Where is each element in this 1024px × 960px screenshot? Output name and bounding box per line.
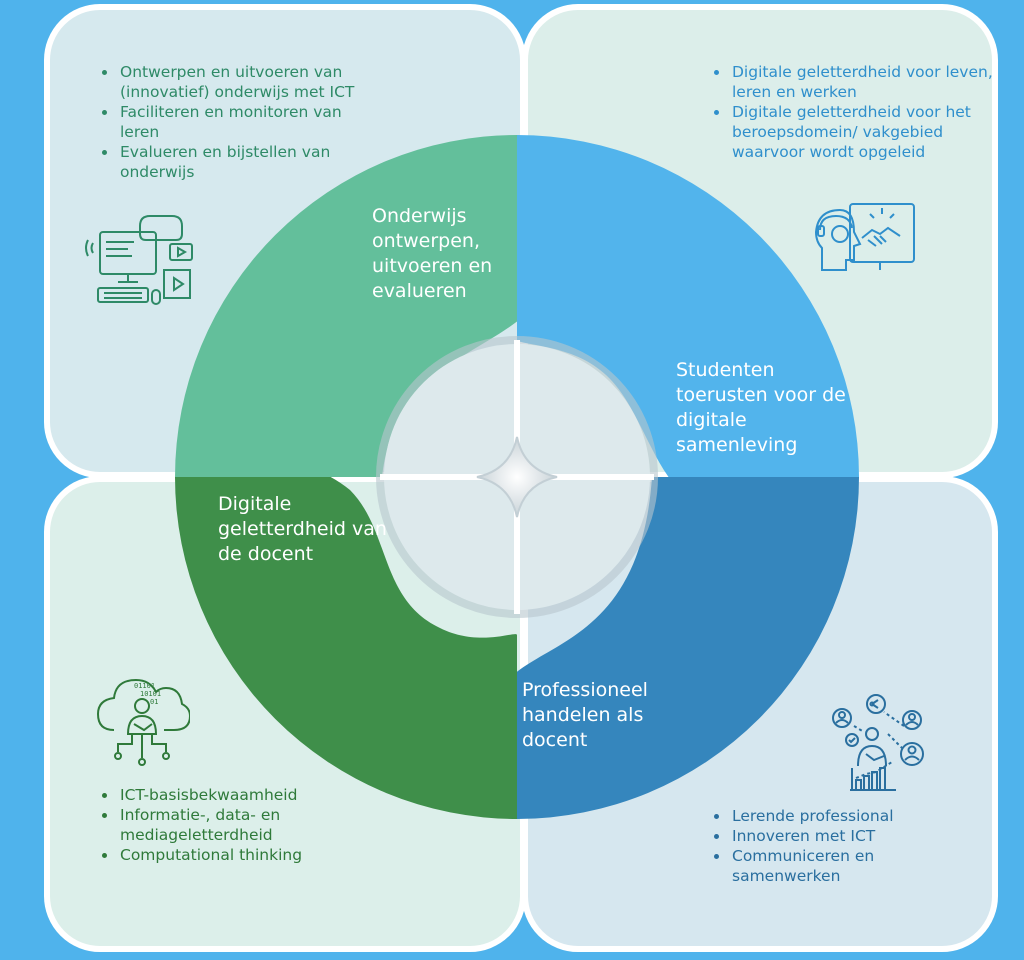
- svg-text:01101: 01101: [134, 682, 155, 690]
- bullet-item: Innoveren met ICT: [730, 826, 970, 846]
- bullet-item: Digitale geletterdheid voor leven, leren…: [730, 62, 1000, 102]
- bullet-item: ICT-basisbekwaamheid: [118, 785, 378, 805]
- bullet-item: Ontwerpen en uitvoeren van (innovatief) …: [118, 62, 378, 102]
- svg-text:01: 01: [150, 698, 158, 706]
- ring-segment-bottom-left: [175, 477, 517, 819]
- head-handshake-icon: [814, 203, 915, 271]
- bullet-list-top-right: Digitale geletterdheid voor leven, leren…: [712, 62, 1000, 162]
- bullet-item: Lerende professional: [730, 806, 970, 826]
- bullet-item: Computational thinking: [118, 845, 378, 865]
- ring-label-studenten: Studenten toerusten voor de digitale sam…: [676, 359, 846, 456]
- bullet-item: Faciliteren en monitoren van leren: [118, 102, 378, 142]
- ring-segment-top-left: [175, 135, 517, 477]
- network-people-chart-icon: [832, 694, 924, 791]
- ring-label-onderwijs: Onderwijs ontwerpen, uitvoeren en evalue…: [372, 205, 493, 302]
- cloud-binary-person-icon: 01101 10101 01: [96, 678, 190, 766]
- ring-label-professioneel: Professioneel handelen als docent: [522, 679, 648, 751]
- bullet-item: Informatie-, data- en mediageletterdheid: [118, 805, 378, 845]
- center-star: [476, 436, 558, 518]
- bullet-item: Communiceren en samenwerken: [730, 846, 970, 886]
- computer-vr-video-icon: [85, 215, 193, 305]
- ring-segment-bottom-right: [517, 477, 859, 819]
- bullet-item: Evalueren en bijstellen van onderwijs: [118, 142, 378, 182]
- bullet-list-top-left: Ontwerpen en uitvoeren van (innovatief) …: [100, 62, 378, 182]
- bullet-list-bottom-left: ICT-basisbekwaamheid Informatie-, data- …: [100, 785, 378, 865]
- svg-text:10101: 10101: [140, 690, 161, 698]
- ring-segment-top-right: [517, 135, 859, 477]
- bullet-item: Digitale geletterdheid voor het beroepsd…: [730, 102, 1000, 162]
- bullet-list-bottom-right: Lerende professional Innoveren met ICT C…: [712, 806, 970, 886]
- ring-label-digitale-geletterdheid: Digitale geletterdheid van de docent: [218, 493, 387, 565]
